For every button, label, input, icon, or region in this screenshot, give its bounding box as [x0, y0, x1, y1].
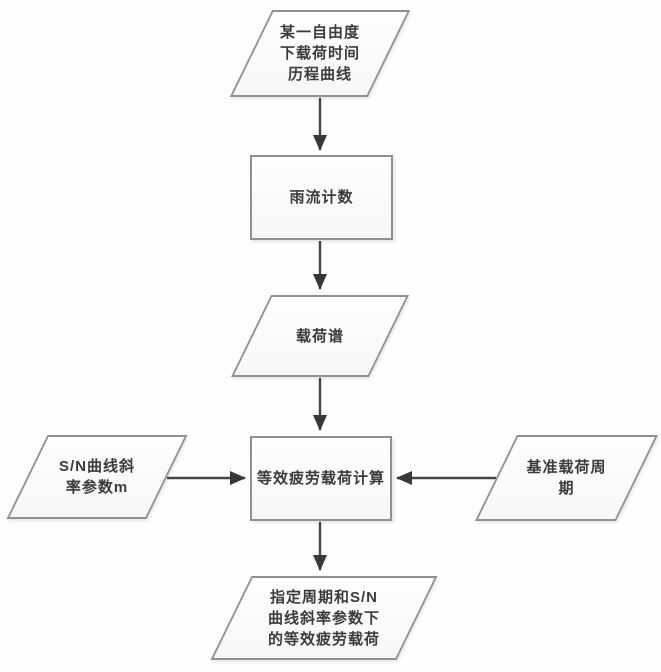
- node-base-load-period: 基准载荷周 期: [475, 435, 658, 521]
- node-load-time-history: 某一自由度 下载荷时间 历程曲线: [229, 10, 411, 97]
- node-sn-curve-slope-param: S/N曲线斜 率参数m: [6, 435, 188, 519]
- node-label: 基准载荷周 期: [526, 459, 607, 497]
- node-load-spectrum: 载荷谱: [231, 295, 409, 377]
- rectangle-shape: [250, 155, 393, 240]
- node-label: 雨流计数: [289, 189, 354, 206]
- node-equivalent-fatigue-calc: 等效疲劳载荷计算: [250, 436, 392, 521]
- rectangle-shape: [250, 436, 392, 521]
- node-label: S/N曲线斜 率参数m: [58, 458, 135, 496]
- node-label: 载荷谱: [295, 327, 344, 345]
- node-equivalent-fatigue-result: 指定周期和S/N 曲线斜率参数下 的等效疲劳载荷: [210, 576, 438, 660]
- node-label: 指定周期和S/N 曲线斜率参数下 的等效疲劳载荷: [267, 588, 380, 648]
- node-label: 等效疲劳载荷计算: [256, 470, 385, 487]
- node-rainflow-counting: 雨流计数: [250, 155, 393, 240]
- node-label: 某一自由度 下载荷时间 历程曲线: [279, 24, 360, 83]
